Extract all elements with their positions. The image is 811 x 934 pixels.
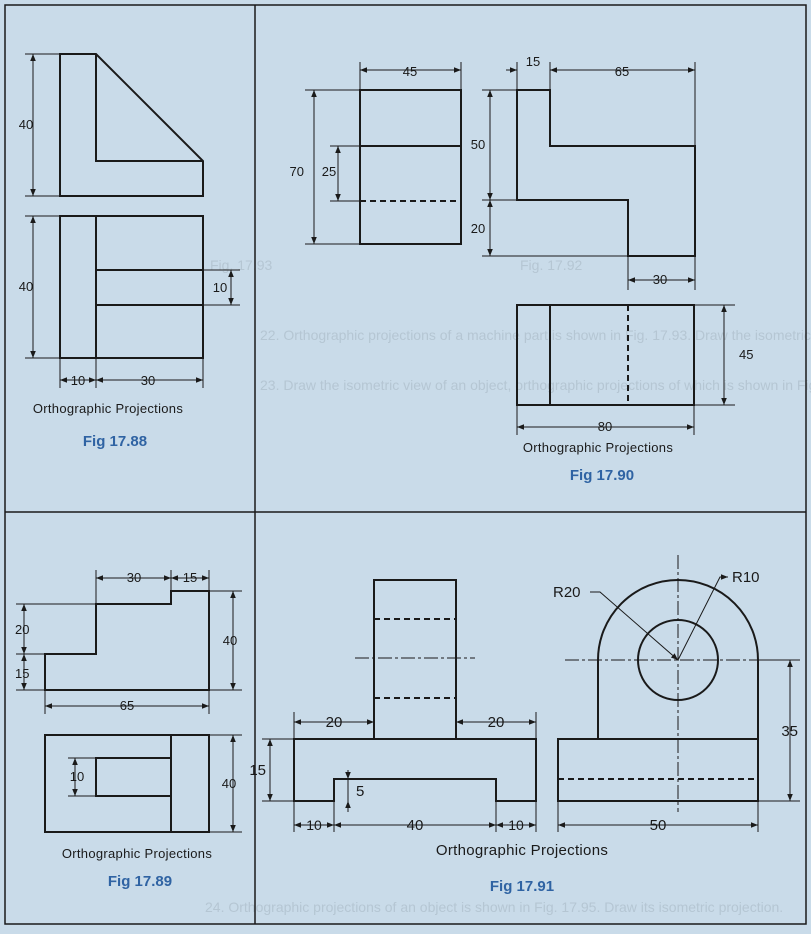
fig-title-88: Fig 17.88 <box>83 433 147 450</box>
dim-90-h45: 45 <box>739 347 753 362</box>
fig-17-88: 40 40 10 10 30 Orthographic Projections … <box>19 53 240 450</box>
caption-89: Orthographic Projections <box>62 846 212 861</box>
caption-91: Orthographic Projections <box>436 842 608 859</box>
dim-91-r20: R20 <box>553 584 581 601</box>
dim-90-w80: 80 <box>598 419 612 434</box>
dim-91-h35: 35 <box>781 723 798 740</box>
fig-17-89: 30 15 20 15 40 65 10 40 Orthographic Pro… <box>15 570 242 890</box>
dim-88-left-10: 10 <box>71 373 85 388</box>
dim-91-h5: 5 <box>356 783 364 800</box>
dim-89-w65: 65 <box>120 698 134 713</box>
dim-91-w10-left: 10 <box>306 817 322 833</box>
fig-17-91: 20 20 15 5 10 40 10 50 35 R20 R10 Orthog… <box>249 555 800 895</box>
fig-title-89: Fig 17.89 <box>108 873 172 890</box>
dim-90-h20: 20 <box>471 221 485 236</box>
dim-88-top-40: 40 <box>19 117 33 132</box>
dim-89-h20: 20 <box>15 622 29 637</box>
dim-89-h15: 15 <box>15 666 29 681</box>
dim-88-front-40: 40 <box>19 279 33 294</box>
bleed-line-23: 23. Draw the isometric view of an object… <box>260 377 811 393</box>
dim-90-h25: 25 <box>322 164 336 179</box>
dim-88-right-30: 30 <box>141 373 155 388</box>
dim-90-w30: 30 <box>653 272 667 287</box>
background-bleed: 22. Orthographic projections of a machin… <box>205 257 811 915</box>
caption-88: Orthographic Projections <box>33 401 183 416</box>
bleed-fig-93: Fig. 17.93 <box>210 257 272 273</box>
dim-91-h15: 15 <box>249 762 266 779</box>
dim-89-front40: 40 <box>222 776 236 791</box>
dim-91-w20-right: 20 <box>488 714 505 731</box>
bleed-line-24: 24. Orthographic projections of an objec… <box>205 899 783 915</box>
dim-89-h40: 40 <box>223 633 237 648</box>
dim-90-w15: 15 <box>526 54 540 69</box>
panel-frame <box>4 4 807 925</box>
bleed-fig-92: Fig. 17.92 <box>520 257 582 273</box>
dim-89-slot10: 10 <box>70 769 84 784</box>
caption-90: Orthographic Projections <box>523 440 673 455</box>
fig-17-90: 45 70 25 15 65 50 20 30 45 80 Orthograph… <box>290 54 754 484</box>
dim-91-w40: 40 <box>407 817 424 834</box>
bleed-line-22: 22. Orthographic projections of a machin… <box>260 327 811 343</box>
dim-91-w20-left: 20 <box>326 714 343 731</box>
dim-91-w10-right: 10 <box>508 817 524 833</box>
dim-89-w30: 30 <box>127 570 141 585</box>
dim-90-w65: 65 <box>615 64 629 79</box>
dim-91-r10: R10 <box>732 569 760 586</box>
dim-89-w15: 15 <box>183 570 197 585</box>
fig-title-90: Fig 17.90 <box>570 467 634 484</box>
dim-90-h50: 50 <box>471 137 485 152</box>
dim-90-h70: 70 <box>290 164 304 179</box>
dim-88-slot-10: 10 <box>213 280 227 295</box>
dim-90-w45: 45 <box>403 64 417 79</box>
fig-title-91: Fig 17.91 <box>490 878 554 895</box>
dim-91-w50: 50 <box>650 817 667 834</box>
